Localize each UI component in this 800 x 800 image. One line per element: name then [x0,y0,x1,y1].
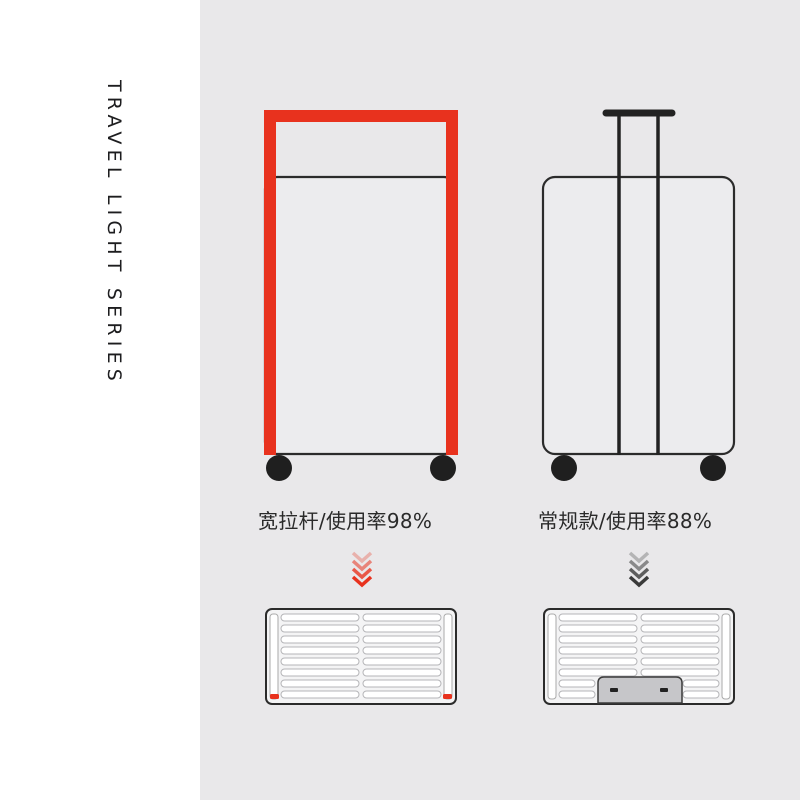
wide-handle-suitcase [263,110,458,481]
handle-marker-icon [270,694,279,699]
wheel-icon [266,455,292,481]
series-title: TRAVEL LIGHT SERIES [103,80,125,387]
regular-caption: 常规款/使用率88% [538,509,713,533]
wheel-icon [700,455,726,481]
regular-suitcase [541,109,736,481]
interior-view-right [543,608,735,705]
wide-handle-caption: 宽拉杆/使用率98% [258,509,433,533]
handle-marker-icon [443,694,452,699]
wide-handle-icon [264,110,458,455]
wheel-icon [551,455,577,481]
chevron-down-icon-red [351,551,373,588]
handle-housing-icon [597,676,683,704]
narrow-handle-icon [602,109,676,455]
suitcase-body-left [263,175,458,456]
chevron-down-icon-gray [628,551,650,588]
suitcase-body-right [541,175,736,456]
wheel-icon [430,455,456,481]
interior-view-left [265,608,457,705]
left-white-band [0,0,200,800]
